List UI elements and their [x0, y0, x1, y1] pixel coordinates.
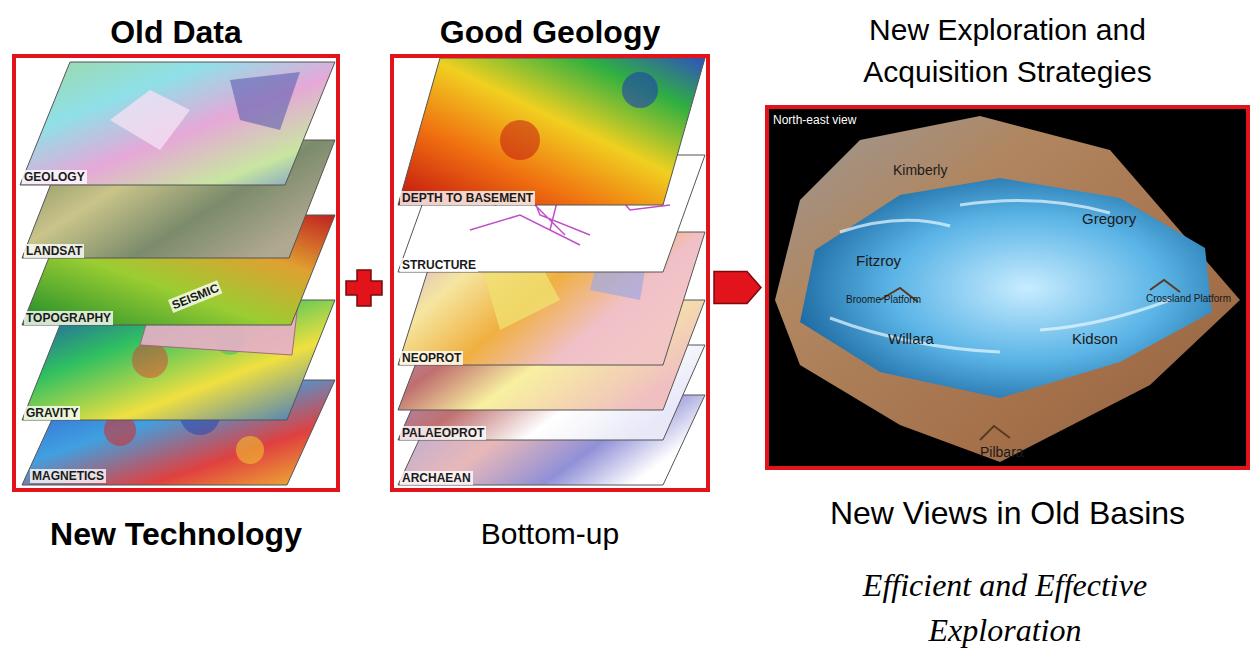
basin-surface [800, 178, 1212, 398]
layer-label: MAGNETICS [30, 469, 106, 483]
render-background [769, 109, 1246, 466]
map-label: Fitzroy [856, 252, 901, 270]
map-label: Pilbara [980, 444, 1024, 461]
depth-low [500, 120, 540, 160]
geology-unit [110, 90, 190, 150]
layer-label: PALAEOPROT [400, 426, 486, 440]
layer-label: DEPTH TO BASEMENT [400, 191, 535, 205]
geology-layer-stack [398, 58, 705, 485]
map-label: Kidson [1072, 330, 1118, 348]
map-label: North-east view [773, 113, 856, 127]
depth-high [622, 72, 658, 108]
panel-box: Old DataNew Technology [12, 54, 340, 492]
terrain [775, 116, 1240, 462]
basin-render [769, 109, 1246, 466]
map-label: Crossland Platform [1146, 293, 1231, 305]
layer-label: GRAVITY [24, 406, 80, 420]
layer-label: ARCHAEAN [400, 471, 473, 485]
map-label: Broome Platform [846, 294, 921, 306]
panel-box: New Exploration and Acquisition Strategi… [765, 105, 1250, 470]
layer-label: NEOPROT [400, 351, 463, 365]
layer-label: GEOLOGY [22, 170, 87, 184]
map-label: Gregory [1082, 210, 1136, 228]
plus-symbol [346, 270, 382, 306]
layer-label: LANDSAT [24, 244, 84, 258]
layer-label: STRUCTURE [400, 258, 478, 272]
geology-unit [230, 72, 300, 130]
anomaly-blob [236, 436, 264, 464]
terrain-peaks [880, 280, 1180, 440]
panel-heading: Old Data [12, 12, 340, 54]
tagline: Efficient and Effective Exploration [835, 563, 1175, 653]
block-arrow [714, 272, 761, 304]
data-layer-stack [20, 62, 335, 485]
panel-heading: Good Geology [390, 12, 710, 54]
panel-footer: New Technology [12, 514, 340, 556]
panel-heading: New Exploration and Acquisition Strategi… [823, 9, 1193, 93]
map-label: Willara [888, 330, 934, 348]
depth-to-basement-layer [398, 58, 705, 205]
panel-footer: Bottom-up [390, 514, 710, 553]
panel-footer: New Views in Old Basins [765, 493, 1250, 535]
map-label: Kimberly [893, 162, 947, 179]
layer-label: TOPOGRAPHY [24, 311, 113, 325]
geology-layer [20, 62, 335, 185]
ridge-highlights [830, 201, 1170, 353]
anomaly-blob [132, 342, 168, 378]
